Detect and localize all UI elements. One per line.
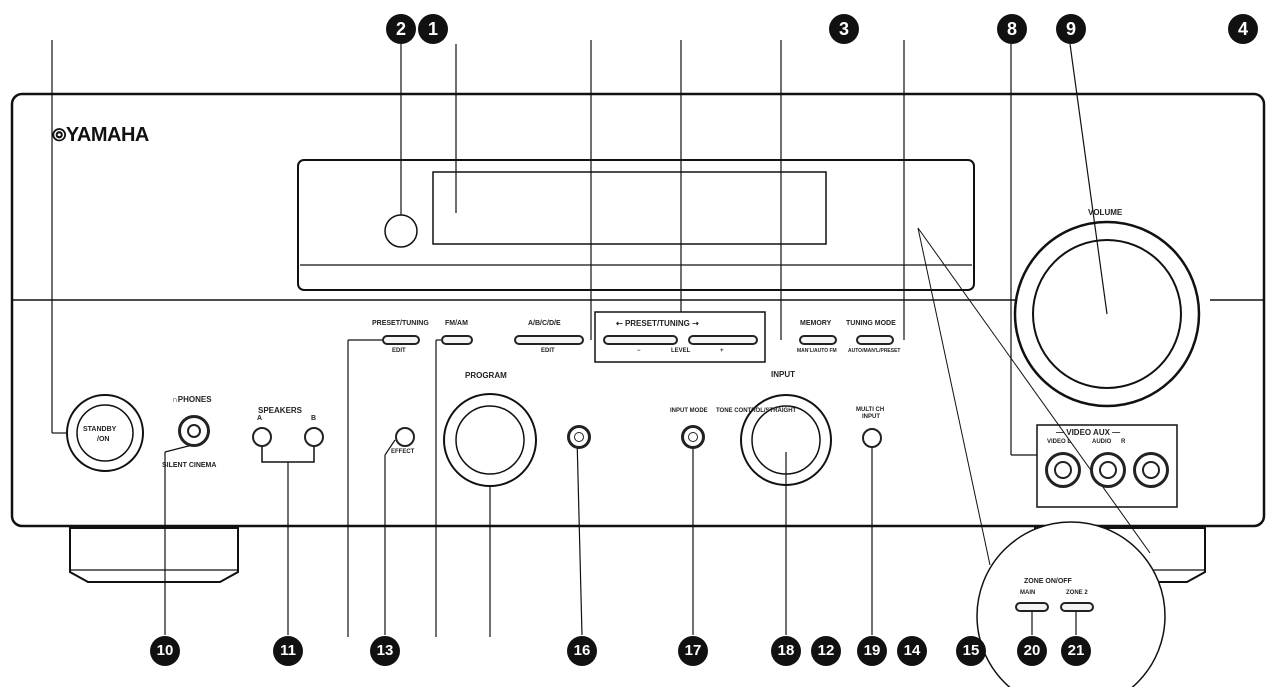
speaker-b-label: B bbox=[311, 415, 317, 422]
remote-sensor bbox=[384, 214, 418, 248]
callout-10: 10 bbox=[150, 636, 180, 666]
volume-label: VOLUME bbox=[1088, 208, 1123, 217]
yamaha-emblem-icon: ⦾ bbox=[52, 125, 66, 145]
phones-jack[interactable] bbox=[178, 415, 210, 447]
zone2-label: ZONE 2 bbox=[1066, 590, 1088, 596]
effect-button[interactable] bbox=[395, 427, 415, 447]
minus-icon: − bbox=[637, 348, 641, 354]
memory-button[interactable] bbox=[799, 335, 837, 345]
memory-sub-label: MAN'L/AUTO FM bbox=[797, 348, 837, 354]
abcde-edit-label: EDIT bbox=[541, 348, 555, 354]
preset-tuning-up-button[interactable] bbox=[688, 335, 758, 345]
callout-18: 18 bbox=[771, 636, 801, 666]
preset-tuning-down-button[interactable] bbox=[603, 335, 678, 345]
program-label: PROGRAM bbox=[465, 371, 507, 380]
standby-label: STANDBY bbox=[83, 426, 117, 433]
video-aux-label: — VIDEO AUX — bbox=[1056, 428, 1121, 437]
speakers-a-button[interactable] bbox=[252, 427, 272, 447]
effect-label: EFFECT bbox=[391, 449, 415, 455]
display-screen bbox=[432, 171, 827, 245]
preset-tuning-edit-button[interactable] bbox=[382, 335, 420, 345]
left-foot bbox=[69, 527, 239, 583]
straight-button[interactable] bbox=[567, 425, 591, 449]
tuning-mode-label: TUNING MODE bbox=[846, 320, 896, 327]
silent-cinema-label: SILENT CINEMA bbox=[162, 462, 217, 469]
callout-8: 8 bbox=[997, 14, 1027, 44]
callout-15: 15 bbox=[956, 636, 986, 666]
abcde-label: A/B/C/D/E bbox=[528, 320, 561, 327]
standby-on-label: /ON bbox=[97, 436, 110, 443]
video-aux-audio-l-jack[interactable] bbox=[1090, 452, 1126, 488]
fm-am-label: FM/AM bbox=[445, 320, 468, 327]
zone-main-button[interactable] bbox=[1015, 602, 1049, 612]
callout-13: 13 bbox=[370, 636, 400, 666]
callout-11: 11 bbox=[273, 636, 303, 666]
callout-4: 4 bbox=[1228, 14, 1258, 44]
zone-main-label: MAIN bbox=[1020, 590, 1036, 596]
audio-label: AUDIO bbox=[1092, 439, 1112, 445]
speaker-a-label: A bbox=[257, 415, 263, 422]
standby-button bbox=[76, 404, 134, 462]
plus-icon: + bbox=[720, 348, 724, 354]
zone2-button[interactable] bbox=[1060, 602, 1094, 612]
speakers-label: SPEAKERS bbox=[258, 406, 303, 415]
video-aux-video-jack[interactable] bbox=[1045, 452, 1081, 488]
preset-tuning-group-label: ⇠ PRESET/TUNING ⇢ bbox=[616, 319, 699, 328]
fm-am-button[interactable] bbox=[441, 335, 473, 345]
callout-19: 19 bbox=[857, 636, 887, 666]
callout-14: 14 bbox=[897, 636, 927, 666]
video-aux-box bbox=[1036, 424, 1178, 508]
input-label: INPUT bbox=[771, 370, 795, 379]
abcde-button[interactable] bbox=[514, 335, 584, 345]
video-l-label: VIDEO L bbox=[1047, 439, 1072, 445]
input-selector[interactable] bbox=[752, 406, 820, 474]
zone-on-off-label: ZONE ON/OFF bbox=[1024, 578, 1072, 585]
edit-label: EDIT bbox=[392, 348, 406, 354]
video-aux-audio-r-jack[interactable] bbox=[1133, 452, 1169, 488]
tuning-mode-button[interactable] bbox=[856, 335, 894, 345]
callout-2: 2 bbox=[386, 14, 416, 44]
callout-20: 20 bbox=[1017, 636, 1047, 666]
memory-label: MEMORY bbox=[800, 320, 832, 327]
callout-3: 3 bbox=[829, 14, 859, 44]
input-mode-label: INPUT MODE bbox=[670, 408, 708, 414]
standby-on-button[interactable]: STANDBY /ON bbox=[77, 415, 133, 451]
tuning-mode-sub-label: AUTO/MAN'L/PRESET bbox=[848, 348, 901, 354]
multi-ch-input-label: INPUT bbox=[862, 414, 880, 420]
input-mode-button[interactable] bbox=[681, 425, 705, 449]
level-label: LEVEL bbox=[671, 348, 691, 354]
tone-control-label: TONE CONTROL/STRAIGHT bbox=[716, 408, 797, 414]
callout-16: 16 bbox=[567, 636, 597, 666]
multi-ch-label: MULTI CH bbox=[856, 407, 885, 413]
audio-r-label: R bbox=[1121, 439, 1126, 445]
speakers-b-button[interactable] bbox=[304, 427, 324, 447]
callout-1: 1 bbox=[418, 14, 448, 44]
callout-21: 21 bbox=[1061, 636, 1091, 666]
arrow-right-icon: ⇢ bbox=[692, 319, 699, 328]
phones-label: ∩PHONES bbox=[172, 395, 212, 404]
multi-ch-input-button[interactable] bbox=[862, 428, 882, 448]
callout-17: 17 bbox=[678, 636, 708, 666]
program-knob bbox=[455, 405, 525, 475]
headphones-icon: ∩ bbox=[172, 395, 178, 404]
preset-tuning-group-box bbox=[594, 311, 766, 363]
program-selector[interactable] bbox=[456, 406, 524, 474]
callout-9: 9 bbox=[1056, 14, 1086, 44]
callout-12: 12 bbox=[811, 636, 841, 666]
preset-tuning-label: PRESET/TUNING bbox=[372, 320, 429, 327]
arrow-left-icon: ⇠ bbox=[616, 319, 623, 328]
yamaha-logo: ⦾YAMAHA bbox=[52, 124, 149, 146]
